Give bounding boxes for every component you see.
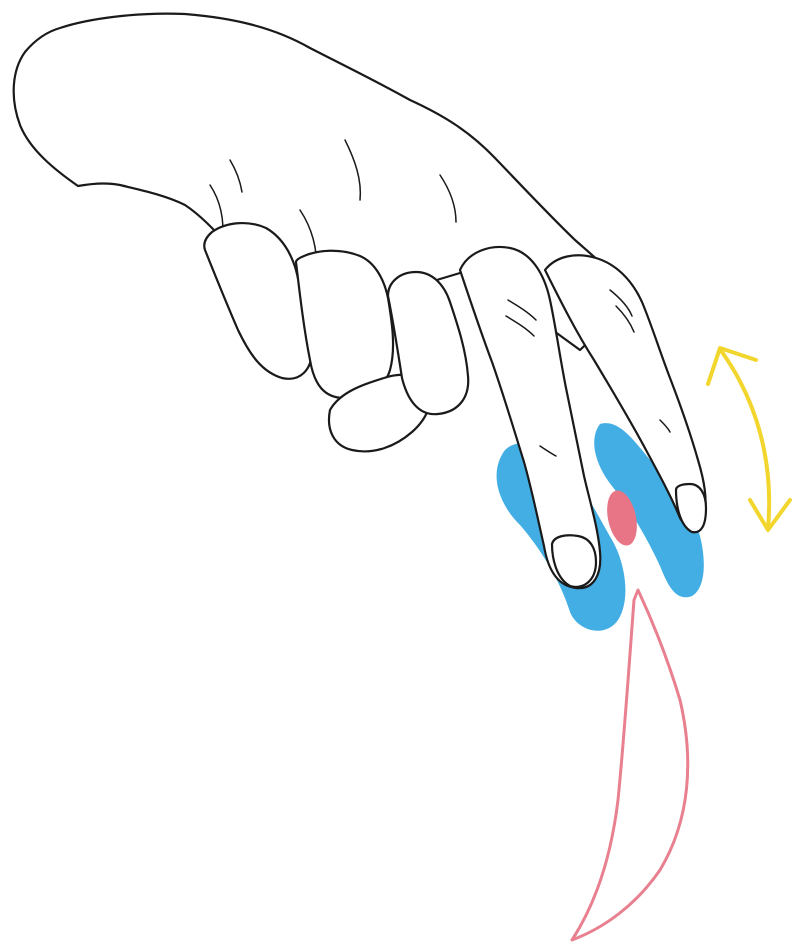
motion-path-arrow-icon	[572, 590, 688, 940]
motion-path-arrow-shape	[572, 590, 688, 940]
double-arrow-icon	[708, 348, 790, 530]
hand-icon	[14, 14, 706, 589]
curled-ring-finger	[296, 251, 393, 398]
double-arrow-curve	[722, 352, 769, 528]
